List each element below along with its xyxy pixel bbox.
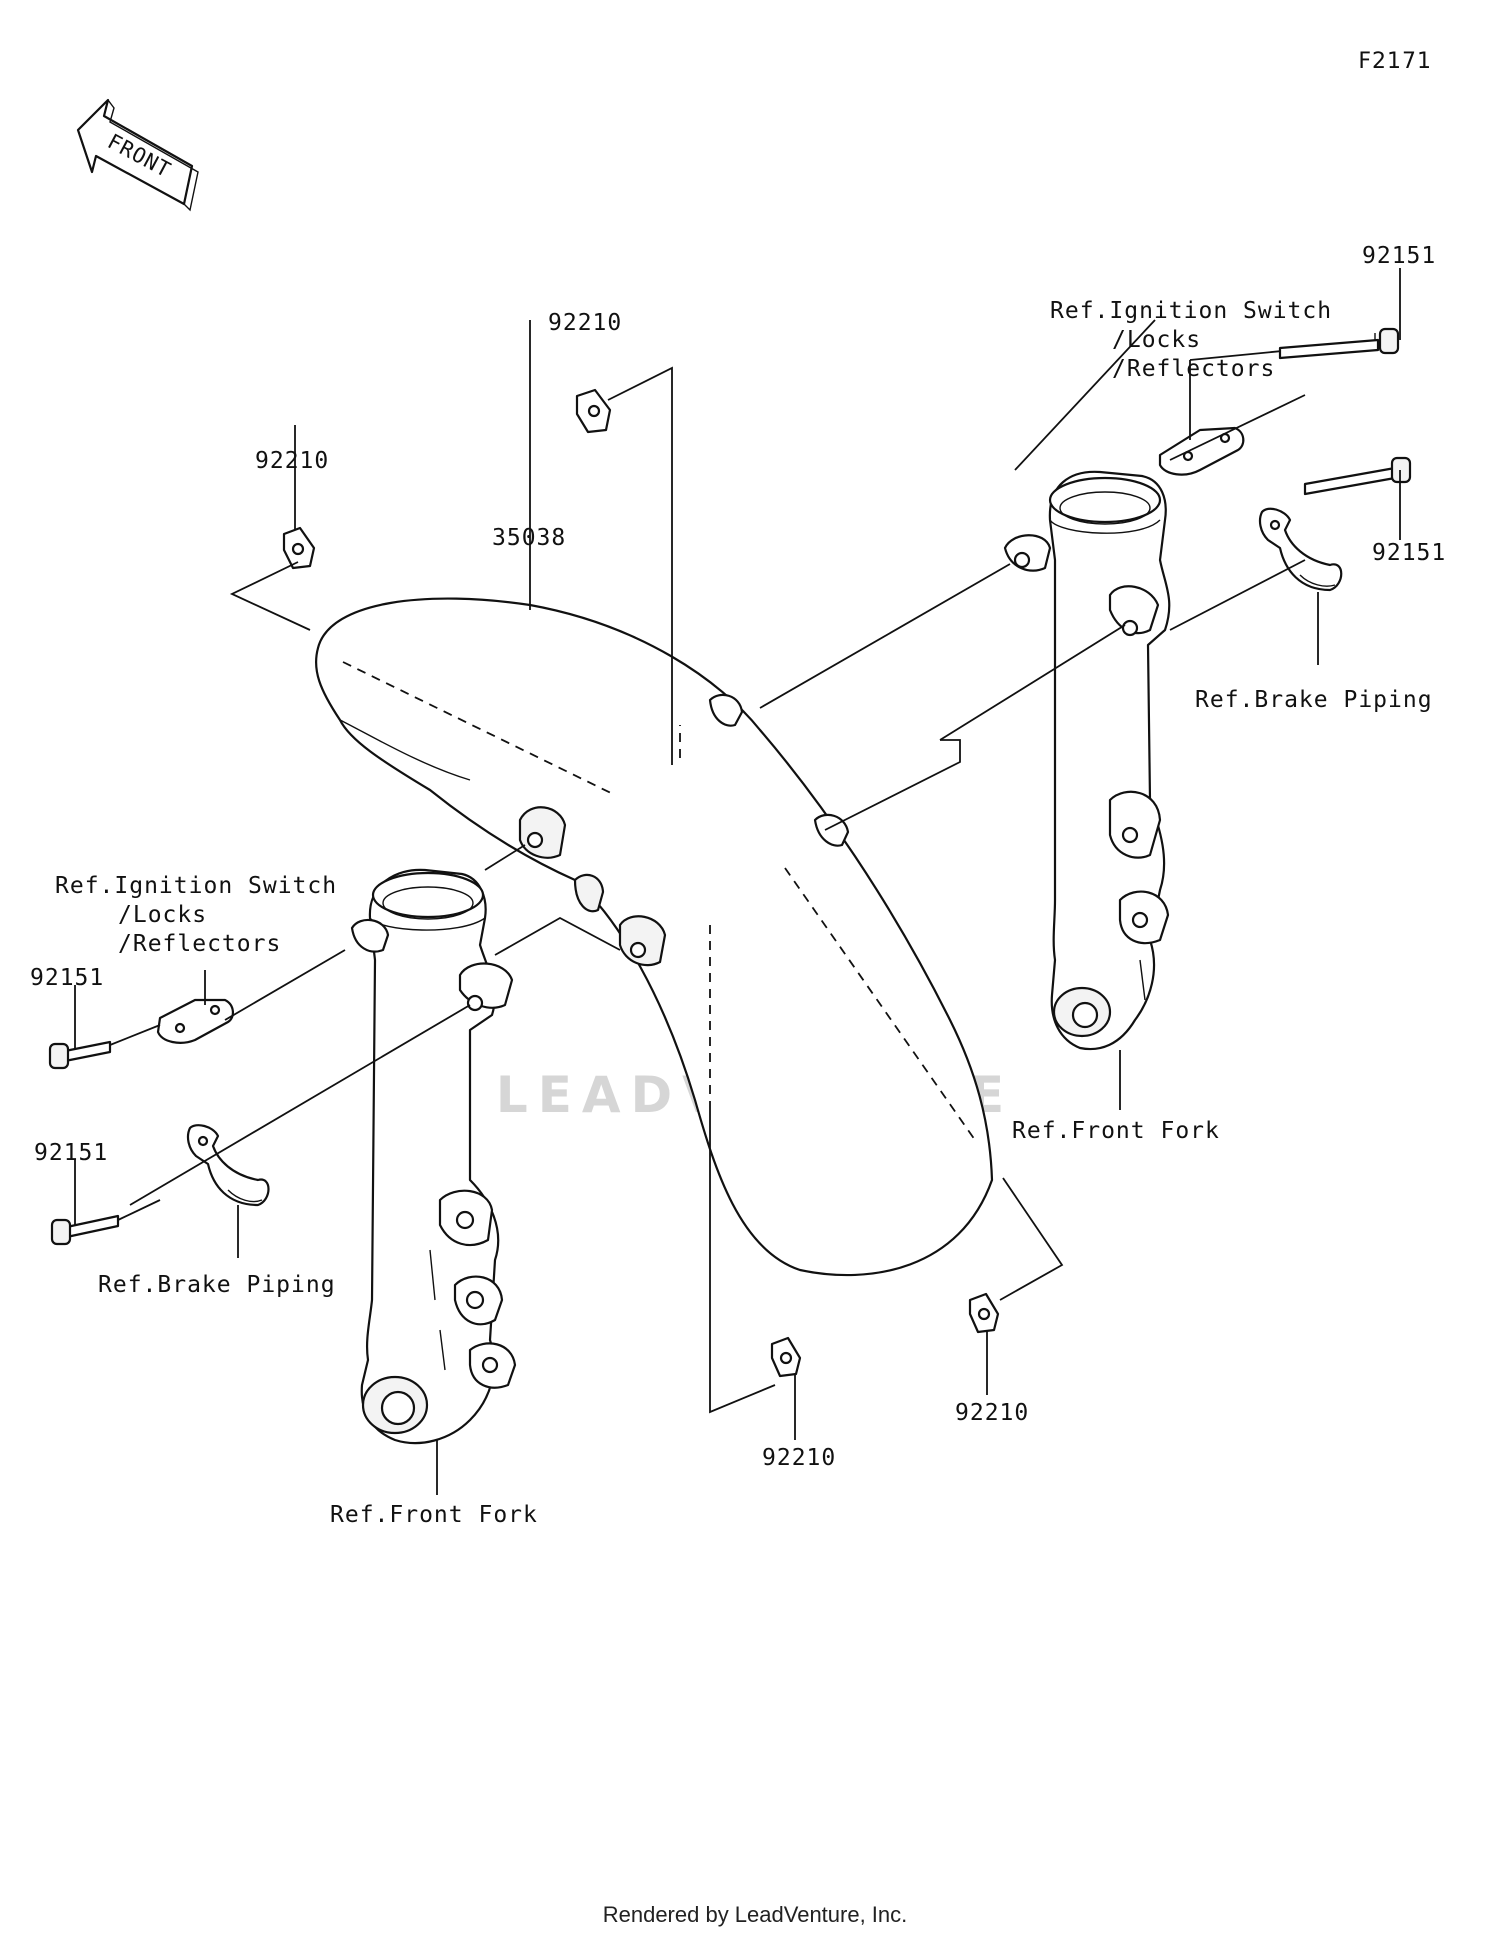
right-fork-leg	[1003, 470, 1171, 1051]
figure-id: F2171	[1358, 49, 1432, 74]
callout-92151-left-top: 92151	[30, 965, 104, 991]
right-reflector-bracket	[1158, 426, 1245, 476]
callout-92210-left: 92210	[255, 448, 329, 474]
ref-ignition-right-line3: /Reflectors	[1112, 356, 1275, 382]
footer-credit: Rendered by LeadVenture, Inc.	[603, 1902, 908, 1927]
ref-brake-piping-right: Ref.Brake Piping	[1195, 687, 1433, 713]
clip-nut-bottom-right	[968, 1292, 1000, 1334]
ref-ignition-right-line1: Ref.Ignition Switch	[1050, 298, 1332, 324]
front-arrow-icon: FRONT	[76, 98, 199, 212]
left-brake-clamp	[186, 1124, 270, 1207]
clip-nut-top	[575, 388, 612, 434]
bolt-left-bottom	[50, 1214, 120, 1246]
bolt-left-top	[48, 1040, 112, 1070]
bolt-right-mid	[1303, 456, 1412, 496]
front-fender	[314, 597, 994, 1277]
ref-ignition-left-line2: /Locks	[118, 902, 207, 928]
clip-nut-bottom-center	[770, 1336, 802, 1378]
left-reflector-bracket	[156, 998, 234, 1044]
ref-brake-piping-left: Ref.Brake Piping	[98, 1272, 336, 1298]
callout-92210-bottom-right: 92210	[955, 1400, 1029, 1426]
ref-front-fork-left: Ref.Front Fork	[330, 1502, 538, 1528]
callout-92210-bottom-center: 92210	[762, 1445, 836, 1471]
leader-lines	[74, 268, 1401, 1495]
bolt-right-top	[1189, 327, 1400, 361]
callout-92151-right-mid: 92151	[1372, 540, 1446, 566]
callout-92151-right-top: 92151	[1362, 243, 1436, 269]
ref-ignition-right-line2: /Locks	[1112, 327, 1201, 353]
ref-ignition-left-line3: /Reflectors	[118, 931, 281, 957]
ref-ignition-left-line1: Ref.Ignition Switch	[55, 873, 337, 899]
left-fork-leg	[350, 868, 517, 1445]
part-labels: 35038 92210 92210 92210 92210 92151 9215…	[30, 243, 1446, 1528]
ref-front-fork-right: Ref.Front Fork	[1012, 1118, 1220, 1144]
callout-35038: 35038	[492, 525, 566, 551]
callout-92151-left-bottom: 92151	[34, 1140, 108, 1166]
callout-92210-top: 92210	[548, 310, 622, 336]
clip-nut-left	[282, 526, 316, 570]
right-brake-clamp	[1258, 507, 1343, 592]
